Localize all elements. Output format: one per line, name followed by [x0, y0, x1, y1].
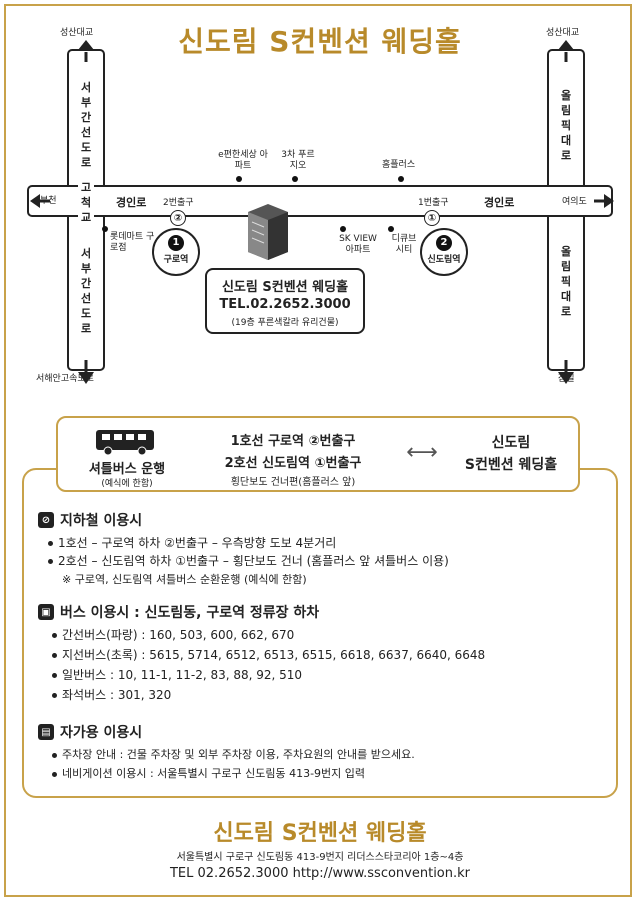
lotte-dot: [102, 226, 108, 232]
car-item-1: 주차장 안내 : 건물 주차장 및 외부 주차장 이용, 주차요원의 안내를 받…: [52, 746, 415, 762]
shuttle-dest-2: S컨벤션 웨딩홀: [464, 457, 558, 473]
epyeon-dot: [236, 176, 242, 182]
guro-station: 1 구로역: [152, 228, 200, 276]
footer-tel: TEL 02.2652.3000 http://www.ssconvention…: [169, 866, 471, 881]
map-label-yeouido: 여의도: [562, 197, 587, 207]
exit1-marker: ①: [424, 210, 440, 226]
bus-item-3: 일반버스 : 10, 11-1, 11-2, 83, 88, 92, 510: [52, 666, 302, 683]
map-label-left-top: 성산대교: [60, 28, 94, 38]
skview-label: SK VIEW 아파트: [339, 234, 377, 255]
bus-item-4: 좌석버스 : 301, 320: [52, 686, 171, 703]
car-icon: ▤: [38, 724, 54, 740]
left-road-label-2: 서부간선도로: [80, 247, 92, 335]
subway-heading: ⊘ 지하철 이용시: [38, 510, 142, 530]
venue-note: (19층 푸른색칼라 유리건물): [231, 318, 339, 328]
venue-callout: 신도림 S컨벤션 웨딩홀 TEL.02.2652.3000 (19층 푸른색칼라…: [205, 268, 365, 334]
info-panel: ⊘ 지하철 이용시 1호선 – 구로역 하차 ②번출구 – 우측방향 도보 4분…: [22, 468, 618, 798]
car-item-2: 네비게이션 이용시 : 서울특별시 구로구 신도림동 413-9번지 입력: [52, 765, 365, 781]
shuttle-sub: (예식에 한함): [101, 479, 153, 489]
sindorim-line-number: 2: [436, 235, 452, 251]
building-icon: [248, 204, 288, 260]
right-road-label-bottom: 올림픽대로: [560, 245, 572, 318]
dcube-label: 디큐브 시티: [391, 234, 417, 255]
venue-tel: TEL.02.2652.3000: [219, 297, 351, 312]
prugio-dot: [292, 176, 298, 182]
bus-heading: ▣ 버스 이용시 : 신도림동, 구로역 정류장 하차: [38, 602, 319, 622]
exit2-marker: ②: [170, 210, 186, 226]
left-cross-label: 고척교: [78, 180, 94, 225]
footer-title: 신도림 S컨벤션 웨딩홀: [213, 821, 427, 846]
map-label-left-bottom: 서해안고속도로: [36, 374, 94, 384]
homeplus-label: 홈플러스: [382, 160, 416, 170]
shuttle-arrow: ⟷: [406, 440, 438, 465]
skview-dot: [340, 226, 346, 232]
guro-station-name: 구로역: [163, 255, 189, 265]
footer-address: 서울특별시 구로구 신도림동 413-9번지 리더스스타코리아 1층~4층: [176, 852, 464, 863]
shuttle-bus-icon: [96, 430, 154, 456]
subway-item-2: 2호선 – 신도림역 하차 ①번출구 – 횡단보도 건너 (홈플러스 앞 셔틀버…: [48, 552, 449, 569]
shuttle-dest-1: 신도림: [491, 435, 531, 451]
epyeon-label: e편한세상 아파트: [218, 150, 268, 171]
car-heading: ▤ 자가용 이용시: [38, 722, 142, 742]
bus-item-2: 지선버스(초록) : 5615, 5714, 6512, 6513, 6515,…: [52, 646, 485, 663]
venue-name: 신도림 S컨벤션 웨딩홀: [221, 280, 349, 295]
subway-icon: ⊘: [38, 512, 54, 528]
shuttle-line1: 1호선 구로역 ②번출구: [230, 434, 356, 449]
map-label-right-top: 성산대교: [546, 28, 580, 38]
subway-item-1: 1호선 – 구로역 하차 ②번출구 – 우측방향 도보 4분거리: [48, 534, 336, 551]
map-label-right-bottom: 잠실: [558, 374, 575, 384]
shuttle-label: 셔틀버스 운행: [88, 462, 166, 477]
right-road-label-top: 올림픽대로: [560, 89, 572, 162]
subway-note: ※ 구로역, 신도림역 셔틀버스 순환운행 (예식에 한함): [62, 573, 307, 586]
guro-line-number: 1: [168, 235, 184, 251]
exit1-label: 1번출구: [418, 198, 449, 208]
route-map: [27, 40, 614, 384]
bus-icon: ▣: [38, 604, 54, 620]
prugio-label: 3차 푸르지오: [281, 150, 315, 171]
sindorim-station-name: 신도림역: [427, 255, 461, 265]
sindorim-station: 2 신도림역: [420, 228, 468, 276]
bus-item-1: 간선버스(파랑) : 160, 503, 600, 662, 670: [52, 626, 294, 643]
dcube-dot: [388, 226, 394, 232]
lotte-label: 롯데마트 구로점: [110, 232, 155, 253]
page-title: 신도림 S컨벤션 웨딩홀: [178, 25, 462, 58]
shuttle-box: 셔틀버스 운행 (예식에 한함) 1호선 구로역 ②번출구 2호선 신도림역 ①…: [56, 416, 580, 492]
page-frame: [4, 4, 632, 897]
main-road-label-right: 경인로: [484, 196, 515, 209]
exit2-label: 2번출구: [163, 198, 194, 208]
left-road-label: 서부간선도로: [80, 81, 92, 169]
shuttle-line3: 횡단보도 건너편(홈플러스 앞): [230, 477, 356, 488]
homeplus-dot: [398, 176, 404, 182]
map-label-bucheon: 부천: [40, 196, 57, 206]
main-road-label-left: 경인로: [116, 196, 147, 209]
shuttle-line2: 2호선 신도림역 ①번출구: [224, 456, 362, 471]
